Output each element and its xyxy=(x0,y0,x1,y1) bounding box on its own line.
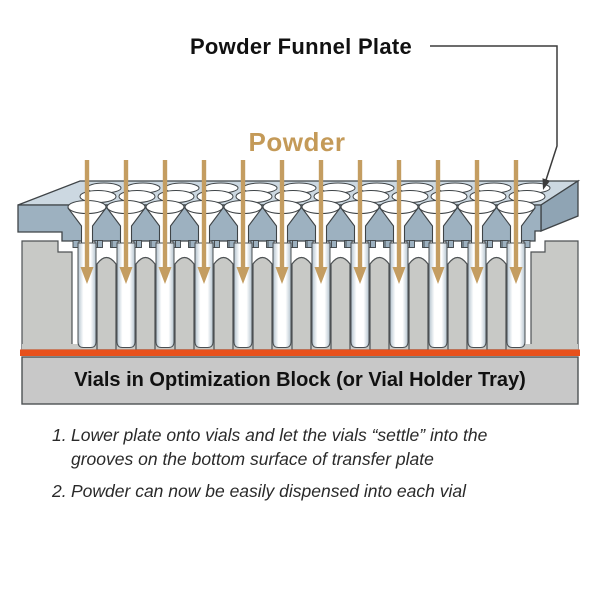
block-divider xyxy=(174,256,195,351)
tooth xyxy=(292,240,298,248)
block-right-end xyxy=(530,240,579,351)
powder-arrow-head xyxy=(431,267,445,284)
block-divider xyxy=(252,256,273,351)
powder-arrow-shaft xyxy=(279,160,285,270)
powder-arrow-shaft xyxy=(357,160,363,270)
vial-block-label-text: Vials in Optimization Block (or Vial Hol… xyxy=(74,369,526,391)
powder-arrow-head xyxy=(314,267,328,284)
powder-arrow-head xyxy=(275,267,289,284)
block-divider xyxy=(96,256,117,351)
note-1: 1. Lower plate onto vials and let the vi… xyxy=(52,424,557,471)
powder-arrow-shaft xyxy=(435,160,441,270)
powder-arrow-shaft xyxy=(318,160,324,270)
note-1-number: 1. xyxy=(52,425,67,445)
callout-arrowhead-icon xyxy=(542,178,551,190)
tooth xyxy=(487,240,493,248)
block-divider xyxy=(408,256,429,351)
note-1-text: Lower plate onto vials and let the vials… xyxy=(71,425,488,469)
powder-arrow-shaft xyxy=(162,160,168,270)
powder-arrow-shaft xyxy=(201,160,207,270)
powder-arrow-head xyxy=(80,267,94,284)
tooth xyxy=(175,240,181,248)
powder-arrow-head xyxy=(119,267,133,284)
tooth xyxy=(448,240,454,248)
note-2: 2. Powder can now be easily dispensed in… xyxy=(52,480,557,504)
powder-arrow-head xyxy=(236,267,250,284)
tooth xyxy=(136,240,142,248)
block-divider xyxy=(369,256,390,351)
note-2-text: Powder can now be easily dispensed into … xyxy=(71,481,466,502)
tooth xyxy=(331,240,337,248)
callout-line xyxy=(430,45,558,181)
diagram-title: Powder Funnel Plate xyxy=(189,34,413,59)
accent-line xyxy=(20,349,580,356)
block-divider xyxy=(291,256,312,351)
powder-arrow-shaft xyxy=(123,160,129,270)
powder-arrow-head xyxy=(158,267,172,284)
block-divider xyxy=(330,256,351,351)
tooth xyxy=(214,240,220,248)
optimization-block xyxy=(21,240,579,351)
powder-arrow-head xyxy=(470,267,484,284)
powder-arrow-shaft xyxy=(474,160,480,270)
powder-arrow-head xyxy=(197,267,211,284)
tooth xyxy=(409,240,415,248)
block-left-end xyxy=(21,240,73,351)
block-divider xyxy=(447,256,468,351)
block-divider xyxy=(135,256,156,351)
powder-arrows xyxy=(80,160,523,284)
powder-arrow-shaft xyxy=(240,160,246,270)
powder-arrow-shaft xyxy=(513,160,519,270)
block-divider xyxy=(213,256,234,351)
powder-arrow-head xyxy=(392,267,406,284)
powder-label: Powder xyxy=(248,127,346,157)
powder-arrow-shaft xyxy=(84,160,90,270)
instruction-notes: 1. Lower plate onto vials and let the vi… xyxy=(52,424,557,513)
powder-arrow-head xyxy=(353,267,367,284)
tooth xyxy=(97,240,103,248)
powder-arrow-head xyxy=(509,267,523,284)
block-divider xyxy=(486,256,507,351)
tooth xyxy=(370,240,376,248)
vial-block-label: Vials in Optimization Block (or Vial Hol… xyxy=(22,357,578,404)
note-2-number: 2. xyxy=(52,481,67,502)
tooth xyxy=(253,240,259,248)
vial-block-band xyxy=(21,356,579,405)
powder-arrow-shaft xyxy=(396,160,402,270)
